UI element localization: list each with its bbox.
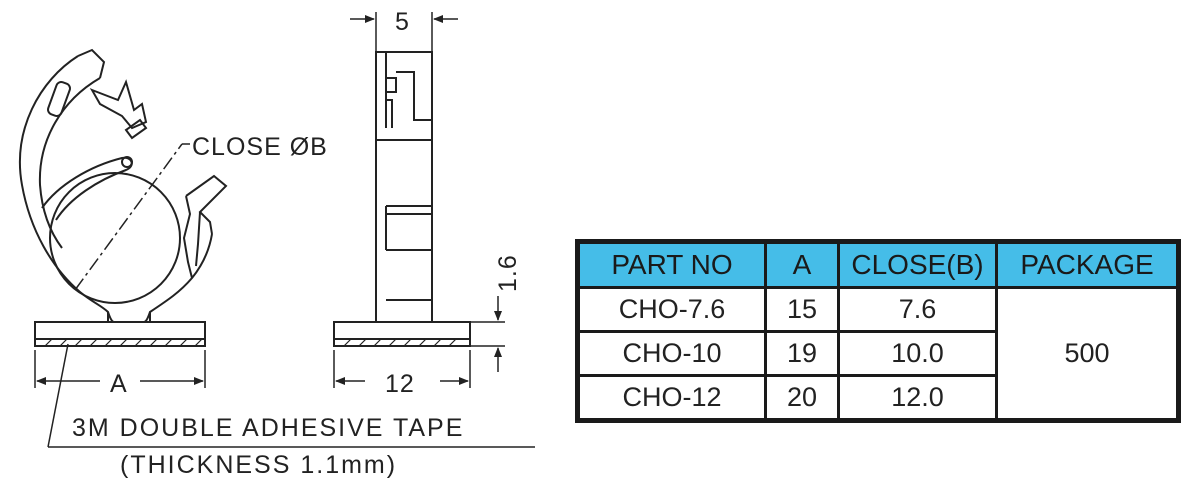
cell-part-no: CHO-12	[576, 373, 767, 423]
side-tape-hatch	[343, 338, 457, 347]
header-package: PACKAGE	[995, 240, 1180, 289]
table-header-row: PART NO A CLOSE(B) PACKAGE	[576, 240, 1180, 289]
side-view	[333, 51, 471, 347]
clip-outer-body	[18, 55, 213, 322]
cell-part-no: CHO-10	[576, 329, 767, 377]
cell-close-b: 7.6	[837, 286, 998, 333]
cell-close-b: 10.0	[837, 329, 998, 377]
table-row: CHO-12 20 12.0	[576, 373, 1179, 423]
table-row: CHO-7.6 15 7.6 500	[576, 286, 1180, 422]
cell-a: 15	[764, 286, 840, 333]
clip-top-lip	[77, 48, 106, 79]
cell-close-b: 12.0	[837, 373, 998, 423]
latch-slot	[47, 81, 71, 117]
spec-table: PART NO A CLOSE(B) PACKAGE CHO-7.6 15 7.…	[575, 239, 1181, 423]
dimension-base	[333, 350, 471, 388]
side-base-plate	[333, 321, 471, 340]
finger-tip	[121, 156, 133, 168]
base-neck	[107, 311, 151, 323]
front-view	[18, 48, 228, 347]
header-close-b: CLOSE(B)	[837, 240, 998, 289]
side-tape	[333, 338, 471, 347]
cell-part-no: CHO-7.6	[576, 286, 767, 333]
header-part-no: PART NO	[576, 240, 767, 289]
dimension-width-label: 5	[395, 8, 410, 36]
cell-a: 20	[764, 373, 840, 423]
diameter-leader	[74, 143, 190, 291]
ratchet-tab	[124, 118, 148, 140]
tape-leader	[47, 343, 535, 448]
side-body	[375, 51, 433, 323]
side-latch-detail	[376, 52, 432, 301]
tape-note-line1: 3M DOUBLE ADHESIVE TAPE	[72, 414, 464, 442]
cell-package: 500	[995, 286, 1180, 422]
table-row: CHO-10 19 10.0	[576, 329, 1179, 377]
close-diameter-label: CLOSE ØB	[192, 133, 328, 161]
cell-a: 19	[764, 329, 840, 377]
base-plate	[34, 321, 206, 340]
tube-circle	[49, 172, 181, 304]
dimension-a-label: A	[110, 370, 128, 398]
tape-note-line2: (THICKNESS 1.1mm)	[120, 451, 397, 479]
dimension-base-label: 12	[385, 370, 415, 398]
dimension-tape	[470, 296, 505, 372]
latch-arm	[182, 174, 228, 279]
header-a: A	[764, 240, 840, 289]
dimension-a	[34, 350, 206, 388]
dimension-width	[350, 12, 458, 52]
dimension-tape-label: 1.6	[494, 254, 522, 292]
tape-hatch	[44, 338, 203, 347]
hook-teeth	[89, 79, 148, 130]
